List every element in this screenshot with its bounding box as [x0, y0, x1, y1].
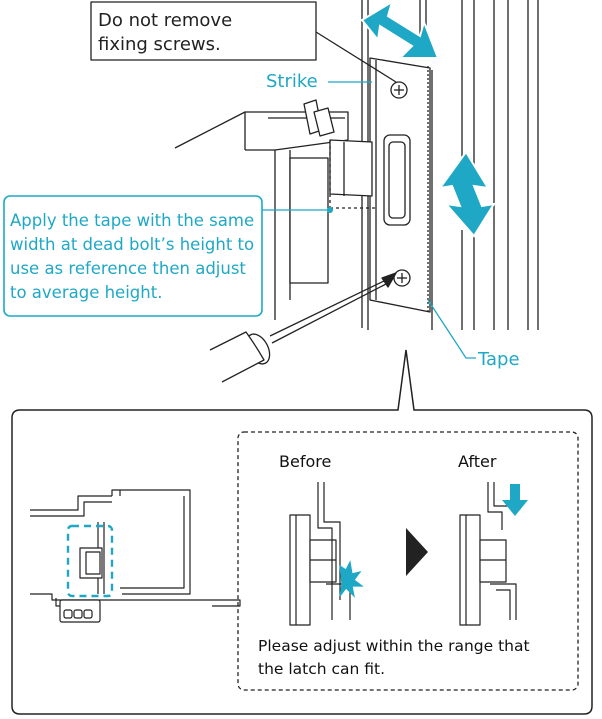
note-line-2: fixing screws. [98, 34, 221, 55]
cross-section [30, 489, 241, 623]
apply-line-1: Apply the tape with the same [10, 211, 255, 230]
before-after-frame [237, 431, 579, 691]
apply-instructions: Apply the tape with the same width at de… [10, 209, 254, 305]
no-remove-note: Do not remove fixing screws. [98, 9, 232, 57]
tape-guide-dashed [329, 140, 376, 209]
adjust-instructions: Please adjust within the range that the … [258, 635, 530, 681]
apply-line-2: width at dead bolt’s height to [10, 235, 255, 254]
adjust-line-2: the latch can fit. [258, 660, 386, 678]
cross-section-highlight [66, 524, 114, 598]
before-drawing [289, 482, 351, 626]
strike-label: Strike [266, 71, 318, 92]
tape-leader [427, 299, 476, 359]
after-drawing [459, 482, 517, 626]
door-frame [361, 0, 539, 330]
after-label: After [458, 452, 497, 471]
screwdriver [209, 272, 397, 383]
strike-plate [369, 57, 431, 313]
note-line-1: Do not remove [98, 10, 233, 31]
note-callout [90, 1, 317, 61]
adjust-line-1: Please adjust within the range that [258, 637, 530, 655]
next-arrow-icon [406, 528, 428, 576]
apply-line-4: to average height. [10, 283, 163, 302]
before-label: Before [279, 452, 332, 471]
fixing-screw-icon [390, 81, 411, 287]
tape-label: Tape [478, 349, 520, 370]
apply-line-3: use as reference then adjust [10, 259, 246, 278]
collision-burst-icon [339, 560, 364, 598]
down-arrow-icon [502, 484, 528, 516]
vertical-adjust-arrow-icon [437, 150, 497, 238]
horizontal-adjust-arrow-icon [360, 0, 440, 59]
apply-callout [3, 195, 263, 317]
